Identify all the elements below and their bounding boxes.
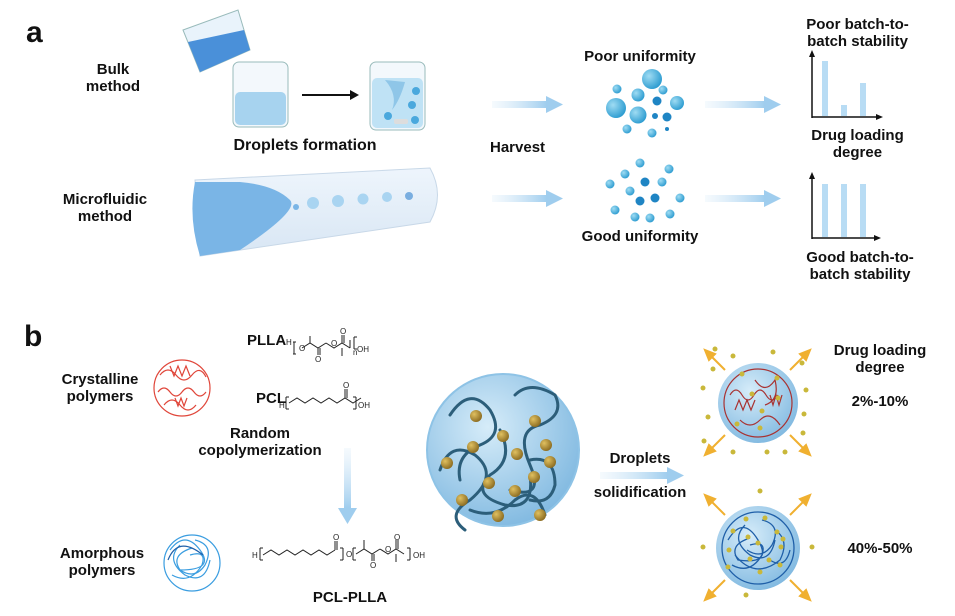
good-stability-bar: [841, 184, 847, 237]
poor-stability-chart: [809, 50, 883, 120]
crystalline-particle-icon: [700, 346, 812, 457]
microfluidic-method-label: Microfluidic method: [62, 191, 148, 225]
good-uniformity-droplets: [605, 158, 685, 223]
svg-text:OH: OH: [358, 401, 370, 410]
pcl-label: PCL: [256, 390, 286, 407]
drug-loading-degree-label-b: Drug loading degree: [833, 342, 927, 376]
harvest-arrow-bottom: [492, 190, 563, 207]
svg-text:H: H: [279, 401, 285, 410]
microfluidic-tube-icon: [192, 167, 438, 257]
svg-text:OH: OH: [357, 345, 369, 354]
svg-text:n: n: [353, 348, 357, 357]
plla-structure: H O O O O OH n: [286, 327, 369, 364]
solidification-arrow: [600, 467, 684, 484]
poor-stability-bar: [841, 105, 847, 116]
harvest-arrow-top: [492, 96, 563, 113]
crystalline-polymer-icon: [153, 359, 211, 417]
stability-arrow-bottom: [705, 190, 781, 207]
pcl-plla-structure: H O O O O O OH: [252, 533, 425, 570]
amorphous-polymer-icon: [163, 534, 221, 592]
svg-text:O: O: [343, 381, 349, 390]
pouring-beaker-icon: [182, 9, 251, 73]
amorphous-particle-icon: [700, 488, 815, 602]
drug-loading-degree-label-a: Drug loading degree: [811, 127, 904, 161]
pcl-structure: H O OH: [279, 381, 370, 410]
svg-text:O: O: [340, 327, 346, 336]
panel-b-label: b: [24, 320, 43, 353]
stability-arrow-top: [705, 96, 781, 113]
polymer-droplet-icon: [426, 373, 580, 532]
process-arrow-icon: [302, 90, 359, 100]
stirred-beaker-icon: [369, 61, 426, 131]
svg-text:H: H: [252, 551, 258, 560]
copolymerization-arrow: [338, 448, 357, 524]
random-copolymerization-label: Random copolymerization: [198, 425, 322, 459]
droplets-formation-label: Droplets formation: [233, 137, 377, 154]
beaker-icon: [232, 61, 289, 128]
svg-text:O: O: [385, 545, 391, 554]
plla-label: PLLA: [247, 332, 287, 349]
svg-text:OH: OH: [413, 551, 425, 560]
svg-text:O: O: [394, 533, 400, 542]
poor-stability-bar: [822, 61, 828, 116]
good-uniformity-label: Good uniformity: [581, 228, 699, 245]
good-stability-bar: [822, 184, 828, 237]
good-stability-chart: [809, 172, 881, 241]
crystalline-polymers-label: Crystalline polymers: [61, 371, 139, 405]
poor-uniformity-label: Poor uniformity: [584, 48, 696, 65]
bulk-method-label: Bulk method: [85, 61, 141, 95]
amorphous-polymers-label: Amorphous polymers: [59, 545, 145, 579]
good-stability-label: Good batch-to- batch stability: [806, 249, 914, 283]
harvest-label: Harvest: [490, 139, 546, 156]
poor-uniformity-droplets: [606, 69, 684, 138]
poor-stability-bar: [860, 83, 866, 116]
solidification-label: solidification: [593, 484, 687, 501]
svg-text:O: O: [299, 344, 305, 353]
good-stability-bar: [860, 184, 866, 237]
poor-stability-label: Poor batch-to- batch stability: [806, 16, 909, 50]
svg-text:O: O: [370, 561, 376, 570]
svg-text:O: O: [333, 533, 339, 542]
svg-text:O: O: [315, 355, 321, 364]
crystalline-loading-value: 2%-10%: [851, 393, 909, 410]
panel-a-label: a: [26, 16, 43, 49]
svg-text:O: O: [346, 550, 352, 559]
amorphous-loading-value: 40%-50%: [847, 540, 913, 557]
chem-h-label: H: [286, 338, 292, 347]
svg-text:O: O: [331, 339, 337, 348]
droplets-label: Droplets: [609, 450, 671, 467]
pcl-plla-label: PCL-PLLA: [312, 589, 388, 606]
